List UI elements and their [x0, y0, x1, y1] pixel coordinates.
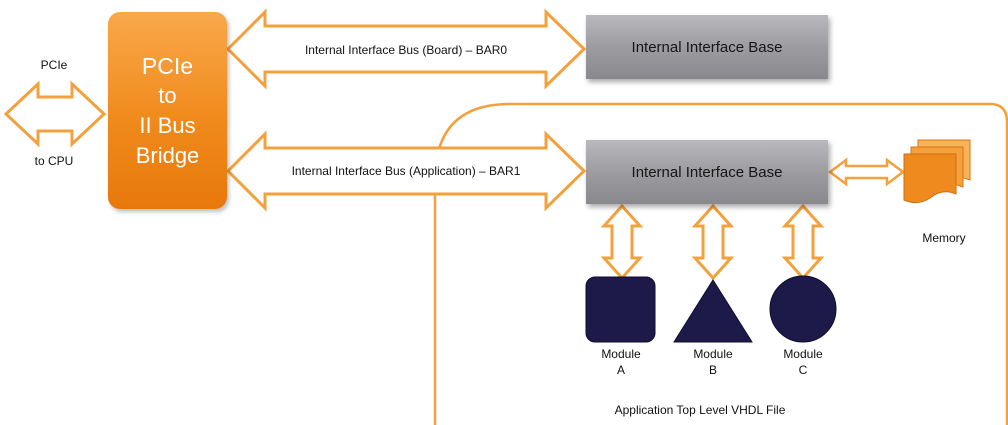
internal-interface-base-board: Internal Interface Base — [586, 15, 828, 79]
bridge-line-2: to — [158, 82, 177, 108]
internal-interface-base-app: Internal Interface Base — [586, 140, 828, 204]
pcie-bridge-box: PCIe to II Bus Bridge — [108, 12, 227, 209]
pcie-cpu-arrow — [3, 80, 107, 148]
module-b-label-line1: Module — [693, 347, 733, 361]
iib-board-label: Internal Interface Base — [631, 38, 783, 56]
memory-arrow — [827, 157, 906, 187]
memory-label: Memory — [922, 231, 966, 245]
application-bus-arrow — [225, 130, 587, 212]
module-c-label-line1: Module — [783, 347, 823, 361]
module-b-arrow — [691, 203, 735, 281]
module-c-shape — [769, 275, 837, 343]
bridge-line-3: II Bus — [139, 112, 196, 138]
board-bus-arrow — [225, 8, 587, 90]
iib-app-label: Internal Interface Base — [631, 163, 783, 181]
module-a-shape — [585, 276, 656, 343]
pcie-label: PCIe — [40, 58, 68, 72]
bridge-line-4: Bridge — [135, 142, 200, 168]
module-a-label-line2: A — [616, 363, 625, 377]
bridge-line-1: PCIe — [141, 52, 194, 79]
module-c-label-line2: C — [798, 363, 808, 377]
memory-icon — [903, 139, 971, 204]
module-a-label-line1: Module — [601, 347, 641, 361]
module-a-label: Module A — [591, 346, 651, 378]
board-bus-label: Internal Interface Bus (Board) – BAR0 — [304, 43, 508, 57]
module-b-shape — [673, 279, 753, 343]
module-a-arrow — [600, 203, 644, 281]
module-b-label-line2: B — [708, 363, 717, 377]
module-c-arrow — [781, 203, 825, 281]
to-cpu-label: to CPU — [34, 154, 74, 168]
application-bus-label: Internal Interface Bus (Application) – B… — [291, 164, 521, 178]
module-c-label: Module C — [773, 346, 833, 378]
module-b-label: Module B — [683, 346, 743, 378]
application-container-label: Application Top Level VHDL File — [614, 403, 786, 417]
